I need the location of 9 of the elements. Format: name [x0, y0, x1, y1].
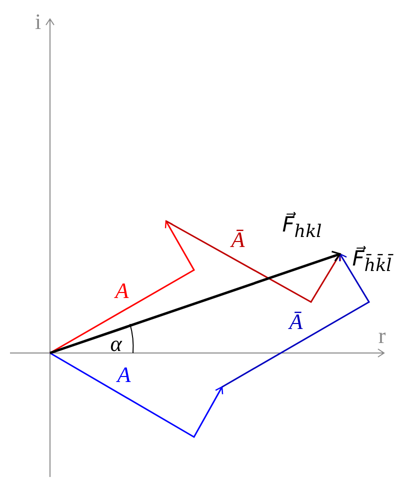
axis-label: r	[378, 325, 386, 347]
vector-label: Ā	[289, 311, 303, 333]
vector-label: F⃗$_{h̄k̄l̄}$	[352, 248, 392, 276]
vector-label: A	[117, 364, 131, 386]
vector-label: A	[115, 280, 129, 302]
axis-label: i	[34, 11, 42, 33]
angle-label: α	[110, 333, 122, 355]
vector-label: Ā	[231, 229, 245, 251]
vector-label: F⃗$_{hkl}$	[282, 214, 322, 242]
